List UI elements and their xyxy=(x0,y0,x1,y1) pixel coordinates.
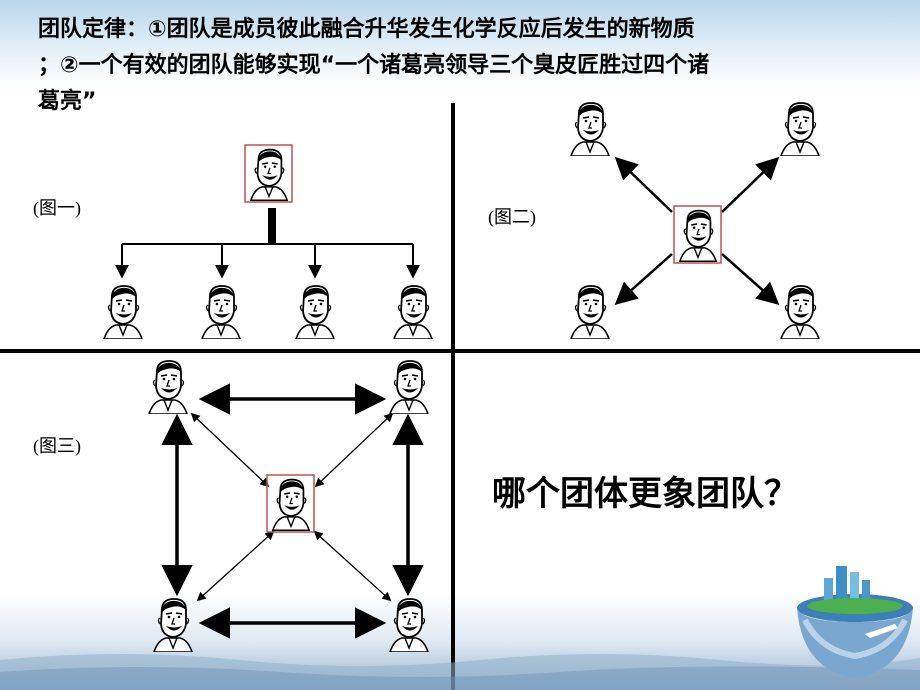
face-icon xyxy=(393,285,433,339)
city-globe-icon xyxy=(797,566,913,678)
face-icon xyxy=(389,360,429,414)
center-highlight xyxy=(673,205,722,264)
face-icon xyxy=(678,209,718,262)
question-text: 哪个团体更象团队？ xyxy=(492,474,798,514)
figure-2-star xyxy=(570,102,820,339)
face-icon xyxy=(148,360,188,414)
figure-1-hierarchy xyxy=(103,144,433,339)
water-decor xyxy=(0,654,920,690)
diag-bl xyxy=(196,530,275,602)
caption-fig2: (图二) xyxy=(488,207,536,227)
face-icon xyxy=(570,102,610,156)
face-icon xyxy=(103,285,143,339)
face-icon xyxy=(201,285,241,339)
face-icon xyxy=(570,285,610,339)
trunk-bar xyxy=(268,208,276,244)
caption-fig1: (图一) xyxy=(33,198,81,218)
star-arrow-ne xyxy=(721,156,780,213)
face-icon xyxy=(780,102,820,156)
face-icon xyxy=(295,285,335,339)
diag-tr xyxy=(314,412,394,488)
title-band xyxy=(0,0,920,88)
leader-highlight xyxy=(244,144,293,203)
title-line-1: 团队定律：①团队是成员彼此融合升华发生化学反应后发生的新物质 xyxy=(38,17,695,42)
star-arrow-se xyxy=(721,253,780,305)
caption-fig3: (图三) xyxy=(33,436,81,456)
title-line-2: ；②一个有效的团队能够实现“一个诸葛亮领导三个臭皮匠胜过四个诸 xyxy=(38,53,710,78)
page-title: 团队定律：①团队是成员彼此融合升华发生化学反应后发生的新物质 ；②一个有效的团队… xyxy=(38,12,878,120)
face-icon xyxy=(780,285,820,339)
title-line-3: 葛亮” xyxy=(38,89,97,114)
face-icon xyxy=(271,478,311,531)
star-arrow-sw xyxy=(614,253,673,305)
face-icon xyxy=(249,148,289,201)
star-arrow-nw xyxy=(614,156,673,213)
diag-tl xyxy=(190,412,270,488)
center-highlight xyxy=(266,474,315,533)
figure-3-network xyxy=(148,360,429,652)
diag-br xyxy=(313,530,392,602)
